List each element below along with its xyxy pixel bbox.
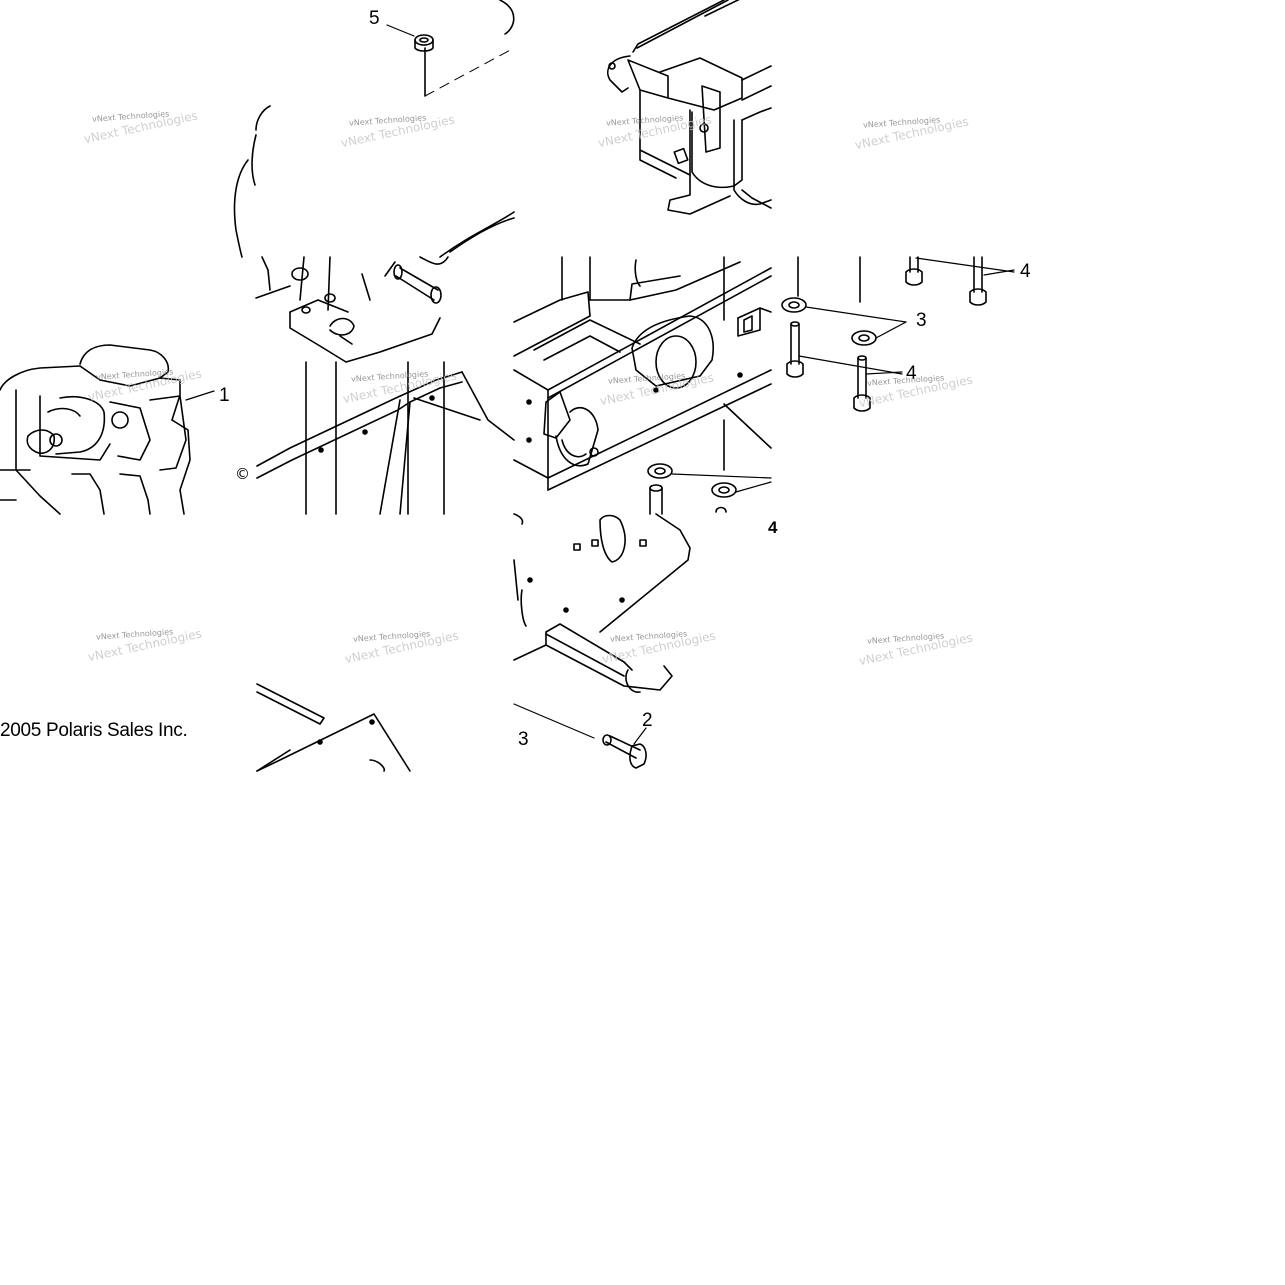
- callout-4-top: 4: [1020, 261, 1031, 282]
- frame-corner: [256, 683, 411, 772]
- engine-crankcase: [255, 256, 449, 363]
- flange-nut: [414, 34, 434, 52]
- hex-bolt: [602, 727, 647, 769]
- chassis-frame: [513, 256, 772, 491]
- callout-4-right: 4: [906, 363, 917, 384]
- callout-4-mid: 4: [768, 518, 778, 537]
- copyright-notice: 2005 Polaris Sales Inc.: [0, 720, 188, 741]
- callout-2: 2: [642, 710, 653, 731]
- bolts-and-washers: [781, 256, 1015, 412]
- callout-3-bottom: 3: [518, 729, 529, 750]
- engine-block: [0, 344, 215, 515]
- frame-rail: [256, 361, 515, 515]
- callout-5: 5: [369, 8, 380, 29]
- callout-1: 1: [219, 385, 230, 406]
- callout-3-right: 3: [916, 310, 927, 331]
- chassis-plate: [513, 513, 691, 739]
- washers-and-pins: [647, 463, 772, 515]
- frame-bracket: [606, 0, 772, 215]
- copyright-symbol: ©: [235, 465, 250, 483]
- engine-housing-top: [233, 0, 515, 258]
- output-shaft: [393, 264, 442, 304]
